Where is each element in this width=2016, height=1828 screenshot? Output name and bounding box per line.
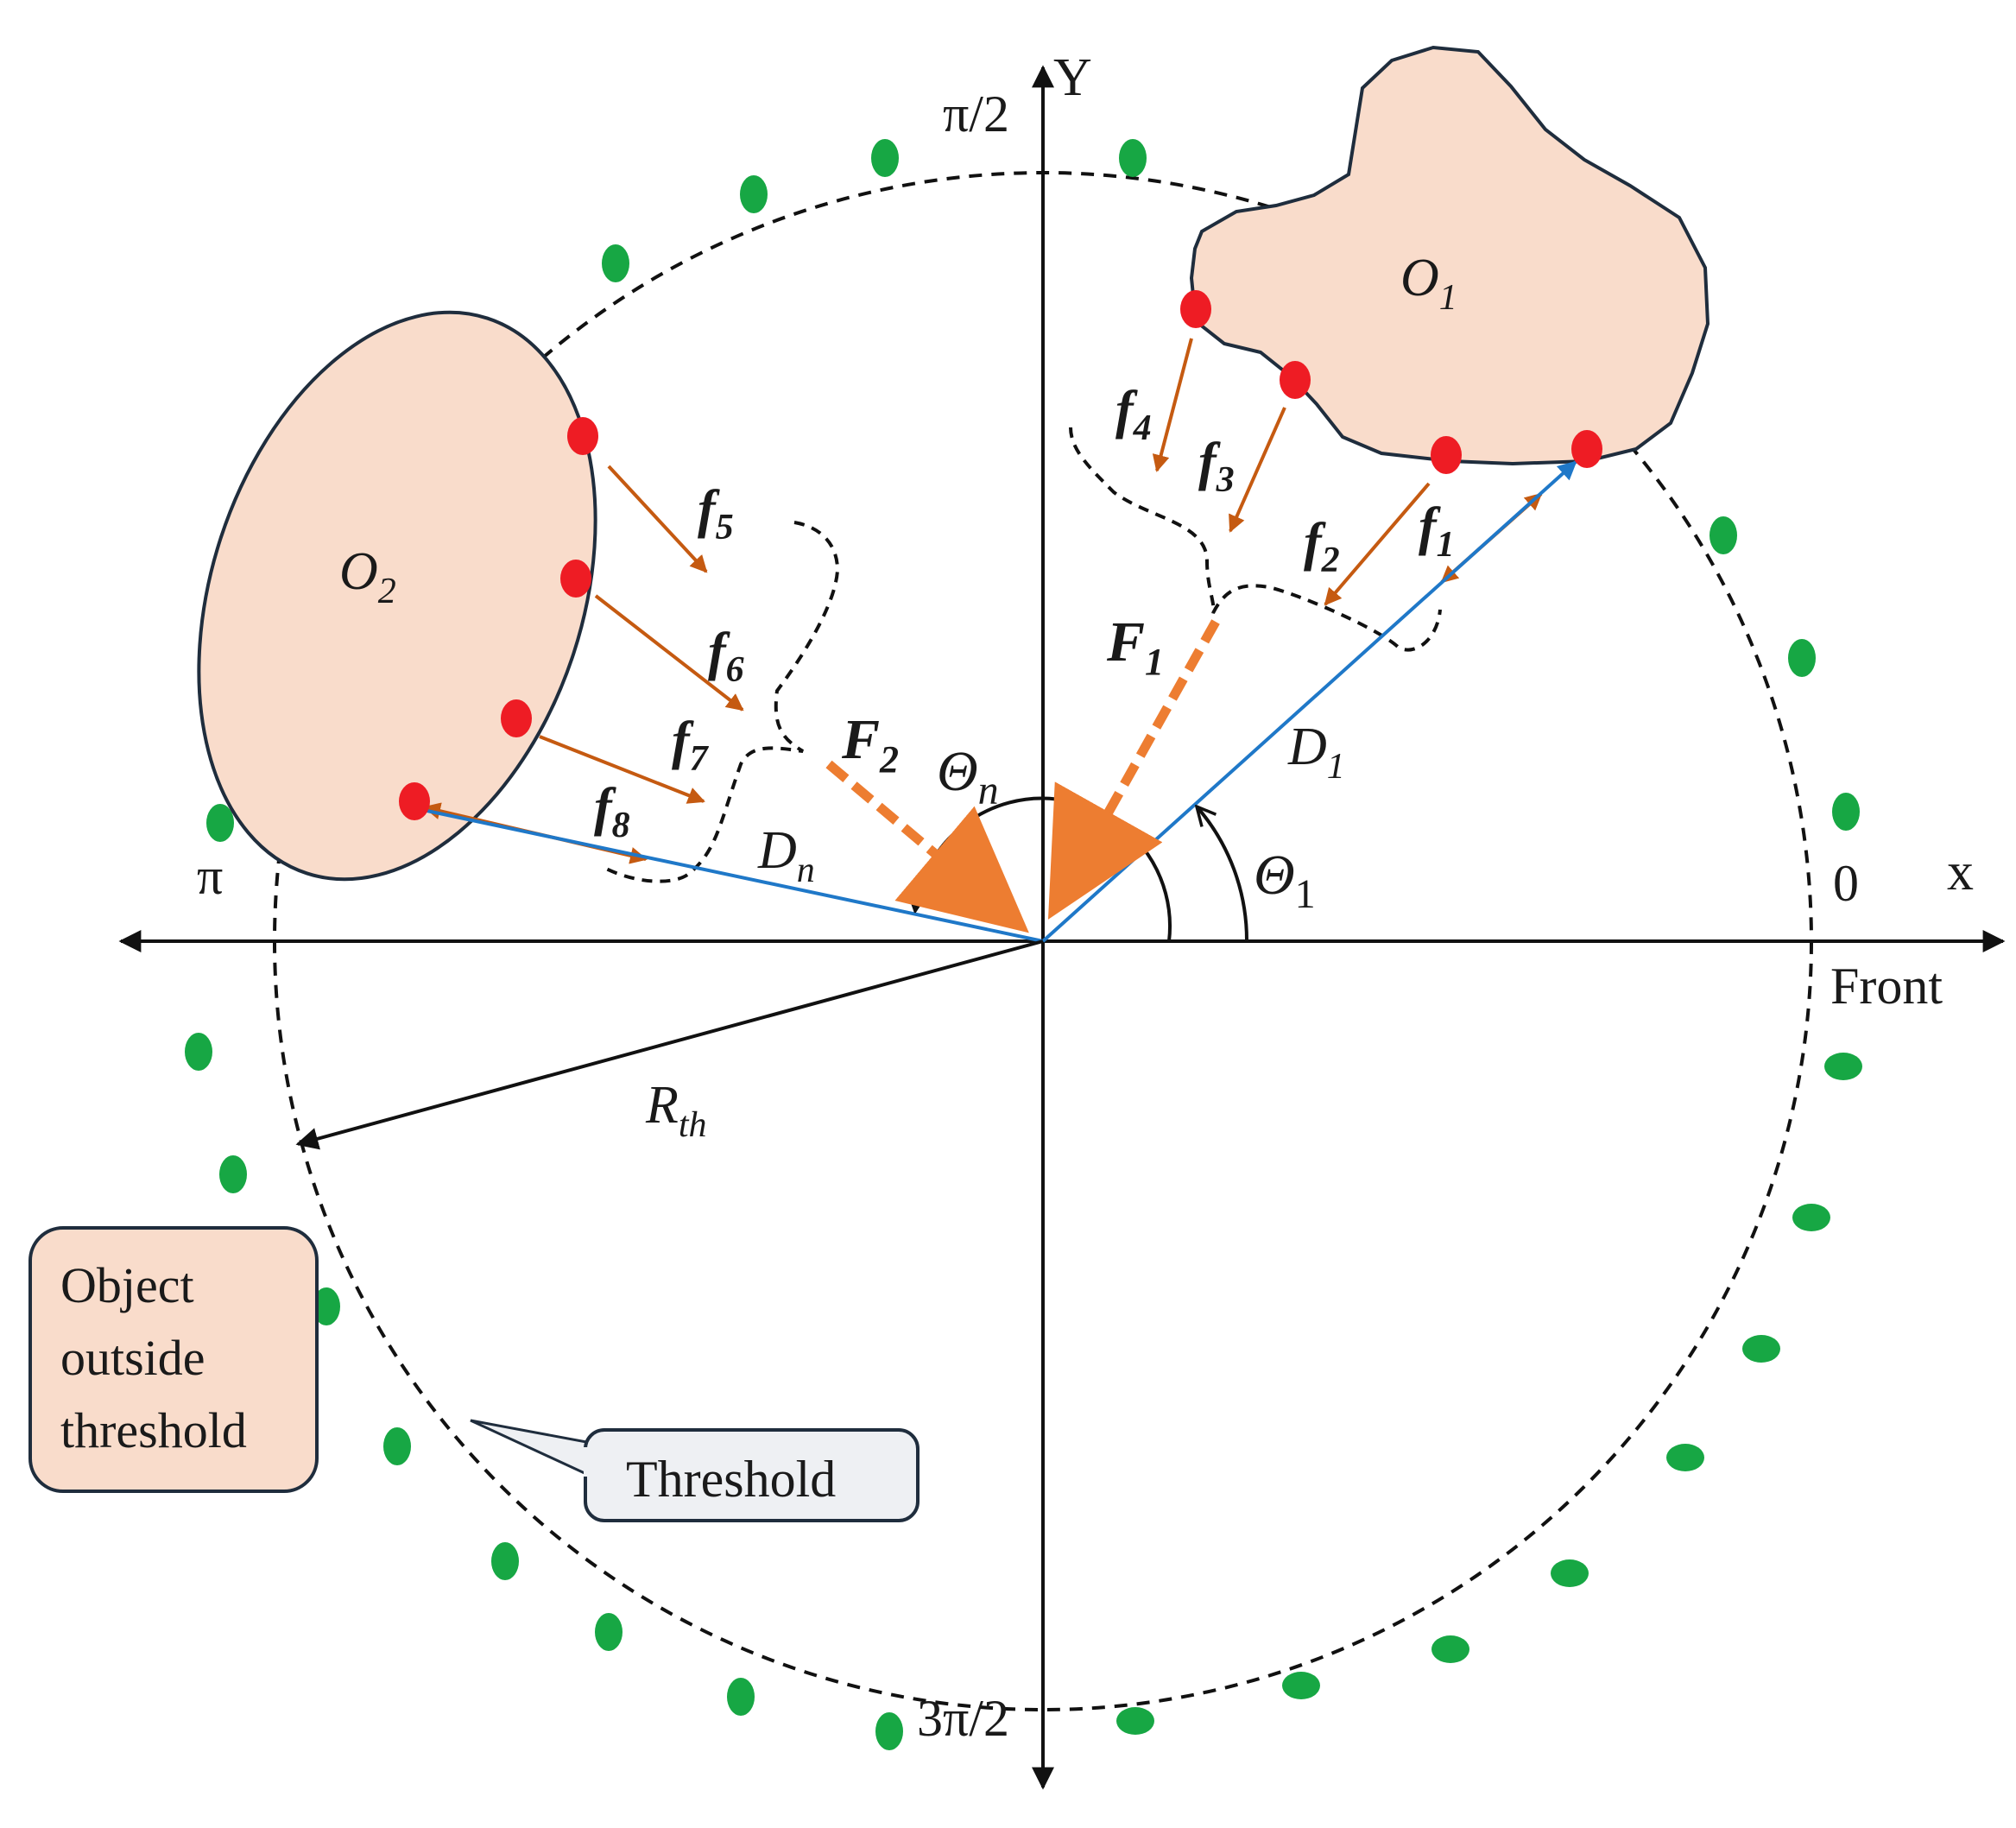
obstacle-point [1116, 1707, 1154, 1735]
obstacle-point [313, 1287, 340, 1325]
force-label-f4: f4 [1115, 381, 1152, 448]
callout-outside-line-1: Object [60, 1257, 194, 1313]
force-label-f7: f7 [672, 712, 710, 779]
force-label-f3: f3 [1198, 433, 1235, 500]
object-o1-label: O1 [1400, 249, 1457, 318]
obstacle-point [1788, 639, 1816, 677]
contact-point [560, 560, 591, 598]
contact-point [1280, 361, 1311, 399]
contact-points [399, 290, 1602, 820]
obstacle-point [1832, 793, 1860, 831]
obstacle-point [1431, 1635, 1469, 1663]
contact-point [399, 782, 430, 820]
force-label-f5: f5 [698, 480, 734, 547]
resultant-label-f1: F1 [1106, 610, 1164, 683]
obstacle-points [185, 139, 1862, 1750]
obstacle-point [185, 1033, 212, 1071]
callout-outside-threshold: Object outside threshold [28, 1226, 319, 1493]
y-axis-label: Y [1053, 48, 1092, 107]
contact-point [501, 699, 532, 737]
obstacle-point [1282, 1672, 1320, 1699]
obstacle-point [1551, 1559, 1589, 1587]
force-arrow-f6 [594, 594, 744, 712]
resultant-arrow-f2 [825, 760, 1029, 933]
callout-outside-line-2: outside [60, 1330, 205, 1386]
obstacle-point [491, 1542, 519, 1580]
obstacle-point [1709, 516, 1737, 554]
contact-point [567, 417, 598, 455]
force-group-brace-2 [604, 521, 840, 883]
angle-zero-label: 0 [1833, 855, 1859, 912]
distance-label-d1: D1 [1287, 718, 1345, 787]
obstacle-point [875, 1712, 903, 1750]
force-arrow-f3 [1229, 407, 1286, 533]
angle-label-theta1: Θ1 [1254, 844, 1316, 917]
callout-outside-box [28, 1226, 319, 1493]
distance-line-dn [422, 808, 1044, 943]
contact-point [1571, 430, 1602, 468]
contact-point [1180, 290, 1211, 328]
force-label-f1: f1 [1419, 497, 1455, 565]
obstacle-point [1666, 1444, 1704, 1471]
object-o2 [197, 310, 597, 882]
angle-arc-theta1 [1197, 806, 1249, 942]
force-label-f8: f8 [594, 778, 630, 845]
callout-threshold: Threshold [470, 1419, 920, 1522]
obstacle-point [595, 1613, 622, 1651]
force-arrow-f4 [1152, 338, 1193, 472]
resultant-arrow-f1 [1047, 619, 1220, 920]
obstacle-point [602, 244, 629, 282]
angle-label-thetan: Θn [937, 740, 999, 813]
callout-threshold-label: Threshold [626, 1451, 836, 1508]
force-label-f2: f2 [1304, 513, 1340, 580]
radius-arrow [295, 939, 1044, 1150]
callout-outside-line-3: threshold [60, 1402, 247, 1458]
force-group-brace-1 [1069, 427, 1442, 652]
force-arrow-f7 [539, 735, 705, 804]
object-o1 [1189, 45, 1710, 466]
contact-point [1431, 436, 1462, 474]
distance-label-dn: Dn [757, 821, 815, 890]
obstacle-point [383, 1427, 411, 1465]
obstacle-point [1792, 1204, 1830, 1231]
obstacle-point [1824, 1053, 1862, 1080]
callout-threshold-pointer [470, 1419, 597, 1480]
obstacle-point [206, 804, 234, 842]
obstacle-point [740, 175, 768, 213]
obstacle-point [1119, 139, 1147, 177]
obstacle-point [871, 139, 899, 177]
angle-pi-label: π [197, 848, 223, 905]
angle-three-half-pi-label: 3π/2 [917, 1690, 1009, 1747]
x-axis-label: x [1947, 843, 1974, 901]
force-label-f6: f6 [708, 623, 744, 690]
object-o2-label: O2 [339, 542, 396, 611]
obstacle-point [727, 1678, 755, 1716]
resultant-label-f2: F2 [841, 708, 899, 781]
obstacle-point [219, 1155, 247, 1193]
front-label: Front [1830, 958, 1943, 1015]
obstacle-point [1742, 1335, 1780, 1363]
force-arrow-f2 [1324, 482, 1431, 606]
radius-label-rth: Rth [645, 1076, 707, 1145]
force-arrow-f5 [607, 465, 708, 573]
angle-half-pi-label: π/2 [943, 85, 1009, 142]
